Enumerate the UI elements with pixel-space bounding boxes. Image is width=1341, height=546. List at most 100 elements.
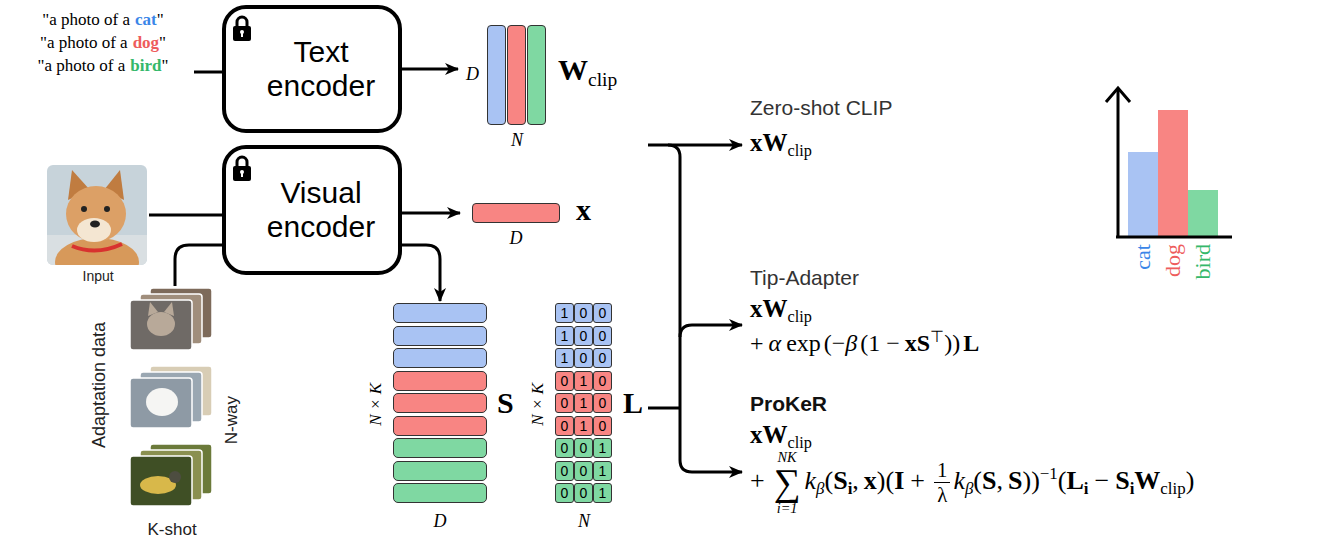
math-symbol: bird xyxy=(130,56,161,75)
math-symbol: k xyxy=(805,466,817,495)
math-symbol: I xyxy=(894,466,904,495)
matrix-row xyxy=(393,371,487,391)
dog-photo xyxy=(47,165,147,265)
math-symbol: x xyxy=(864,466,877,495)
method-name: ProKeR xyxy=(750,392,827,416)
input-image: Input xyxy=(47,163,149,287)
matrix-row xyxy=(393,438,487,458)
encoder-box: Text encoder xyxy=(222,5,402,133)
cell-value: 0 xyxy=(580,464,588,478)
math-symbol: ( xyxy=(1058,466,1067,495)
axis-label: N-way xyxy=(223,396,242,444)
lock-icon xyxy=(233,26,251,41)
bar-label: dog xyxy=(1161,244,1185,277)
math-symbol: xW xyxy=(750,129,788,156)
denominator: λ xyxy=(937,483,947,507)
bar-label: bird xyxy=(1191,244,1215,279)
connector xyxy=(402,212,460,215)
math-symbol: (− xyxy=(824,330,846,356)
dimension-label: N × K xyxy=(529,383,548,426)
lock-icon xyxy=(233,166,251,181)
math-symbol: ) xyxy=(1186,466,1195,495)
dimension-label: N xyxy=(511,130,523,151)
math-symbol: (1 − xyxy=(860,330,900,356)
math-symbol: ⊤ xyxy=(930,328,944,345)
math-symbol: + xyxy=(910,466,925,495)
dog-collar xyxy=(72,244,122,251)
matrix-column xyxy=(507,25,526,125)
feature-matrix: N × KSD xyxy=(393,303,487,505)
formula: "a photo of abird" xyxy=(8,56,198,76)
formula: xWclip xyxy=(750,420,812,453)
math-symbol: dog xyxy=(133,33,159,52)
math-symbol: + xyxy=(750,466,765,495)
encoder-box: Visual encoder xyxy=(222,145,402,275)
math-symbol: W xyxy=(1134,466,1160,495)
matrix-row xyxy=(393,348,487,368)
math-symbol: "a photo of a xyxy=(42,10,130,29)
method-name: Tip-Adapter xyxy=(750,266,859,290)
math-symbol: xW xyxy=(750,295,788,322)
connector xyxy=(149,214,222,217)
fraction: 1λ xyxy=(934,459,950,508)
cell-value: 0 xyxy=(599,374,607,388)
dog-head xyxy=(66,186,126,242)
math-symbol: W xyxy=(558,53,588,86)
math-symbol: "a photo of a xyxy=(38,56,126,75)
math-symbol: cat xyxy=(135,10,157,29)
dog-body xyxy=(55,238,139,265)
dog-eye xyxy=(104,206,110,212)
math-symbol: ( xyxy=(825,466,834,495)
branch-arrow xyxy=(668,145,742,472)
cell-value: 1 xyxy=(561,351,569,365)
cell-value: 0 xyxy=(580,306,588,320)
lock-icon xyxy=(241,172,243,177)
math-symbol: i=1 xyxy=(777,501,798,516)
math-symbol: −1 xyxy=(1040,464,1058,483)
matrix-row xyxy=(393,483,487,503)
dimension-label: N xyxy=(578,511,590,532)
bar xyxy=(1188,190,1218,237)
box-label: Visual encoder xyxy=(257,176,385,243)
matrix-row xyxy=(393,393,487,413)
math-symbol: S xyxy=(1008,466,1022,495)
cell-value: 0 xyxy=(599,329,607,343)
vector-name: x xyxy=(576,193,591,227)
cell-value: 1 xyxy=(599,464,607,478)
math-symbol: β xyxy=(845,330,857,356)
math-symbol: S xyxy=(833,466,847,495)
branch-arrow xyxy=(680,325,742,337)
math-symbol: )) xyxy=(944,330,960,356)
vector-bar xyxy=(472,203,560,223)
math-symbol: ∑ xyxy=(774,465,801,501)
weight-matrix: DNWclip xyxy=(460,22,552,128)
cell-value: 0 xyxy=(599,419,607,433)
dog-head xyxy=(146,388,178,416)
dog-eye xyxy=(81,206,87,212)
math-symbol: L xyxy=(1066,466,1083,495)
connector xyxy=(402,68,458,71)
math-symbol: S xyxy=(1115,466,1129,495)
cell-value: 1 xyxy=(561,329,569,343)
math-symbol: xW xyxy=(750,421,788,448)
dimension-label: D xyxy=(466,64,479,85)
matrix-name: S xyxy=(497,386,514,420)
dimension-label: D xyxy=(434,511,447,532)
bar xyxy=(1158,110,1188,237)
sample-photo xyxy=(130,300,192,350)
dimension-label: D xyxy=(510,228,523,249)
chart-axis xyxy=(1117,90,1120,237)
math-symbol: − xyxy=(1095,466,1110,495)
cell-value: 0 xyxy=(580,486,588,500)
math-symbol: xS xyxy=(905,330,930,356)
cell-value: 1 xyxy=(561,306,569,320)
cell-value: 0 xyxy=(580,441,588,455)
math-symbol: , xyxy=(852,466,859,495)
matrix-row xyxy=(393,303,487,323)
dimension-label: N × K xyxy=(367,383,386,426)
matrix-row xyxy=(393,416,487,436)
matrix-row xyxy=(393,461,487,481)
axis-label: K-shot xyxy=(148,520,197,540)
